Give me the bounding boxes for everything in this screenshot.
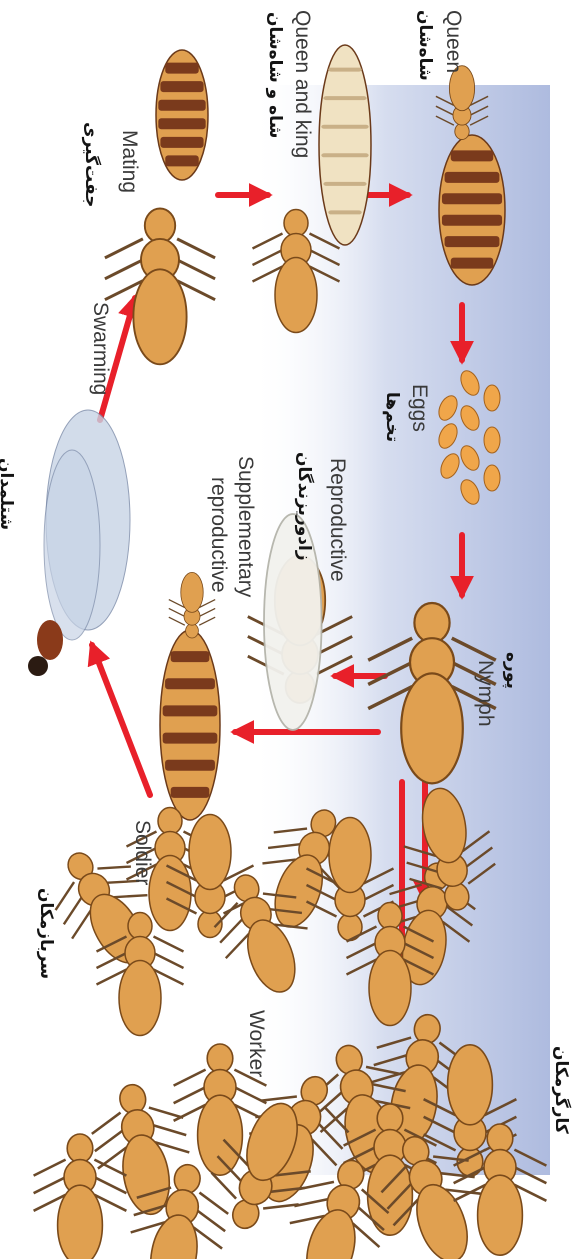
nymph-label-fa: پوره — [500, 652, 524, 689]
reproductive-label-fa: زادوریزندگان — [292, 452, 316, 561]
swarming-label: Swarming — [88, 302, 112, 395]
mating-label-fa: جفت‌گیری — [79, 122, 103, 207]
worker-label-fa: کارگرمکان — [549, 1046, 573, 1134]
eggs-label-fa: تخم‌ها — [380, 392, 404, 442]
supplementary-reproductive-termite — [160, 630, 220, 820]
eggs-label: Eggs — [407, 384, 431, 432]
supplementary-label-line1: Supplementary — [233, 456, 257, 597]
mating-label: Mating — [117, 130, 141, 193]
swarming-label-fa: شتلمدان — [0, 458, 18, 530]
arrow-supplementary-to-swarming — [92, 645, 150, 795]
egg — [484, 427, 500, 453]
mating-termite-dark — [156, 50, 208, 180]
queen-termite — [439, 135, 505, 285]
worker-termite — [34, 1134, 127, 1259]
egg — [484, 385, 500, 411]
supplementary-label-line2: reproductive — [206, 477, 230, 593]
queen-label-fa: شاه‌شان — [413, 10, 437, 81]
queen-and-king-queen — [319, 45, 371, 245]
queen-and-king-label: Queen and king — [290, 10, 314, 158]
soldier-label: Soldier — [130, 820, 154, 885]
egg — [484, 465, 500, 491]
reproductive-label: Reproductive — [325, 458, 349, 582]
queen-label: Queen — [441, 10, 465, 73]
swarming-alate — [28, 410, 130, 676]
queen-and-king-label-fa: شاه و شاه‌شان — [263, 12, 287, 138]
worker-label: Worker — [244, 1010, 268, 1077]
soldier-label-fa: سربازمکان — [34, 888, 58, 979]
nymph-label: Nymph — [473, 660, 497, 727]
